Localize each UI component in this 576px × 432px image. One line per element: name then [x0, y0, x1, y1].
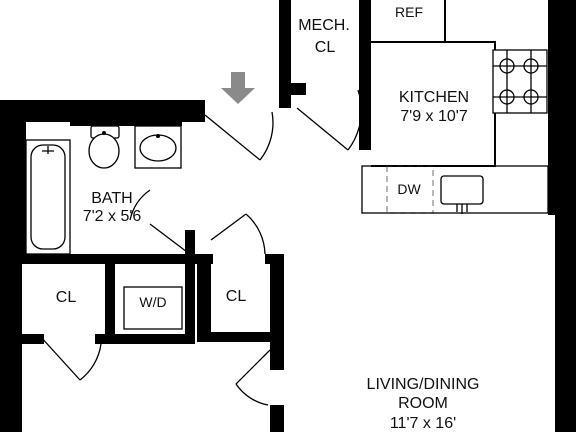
- wall-top-left: [0, 100, 205, 122]
- wall-mech-right: [359, 0, 371, 150]
- wall-closet-divider: [105, 254, 115, 334]
- closet-mid-label: CL: [226, 288, 247, 305]
- wd-label: W/D: [139, 294, 166, 310]
- kitchen-counter: [371, 0, 496, 167]
- wall-stub-b: [265, 254, 284, 264]
- wall-living-bottom: [270, 405, 284, 432]
- mech-label-2: CL: [315, 39, 336, 56]
- wall-closet-bottom-a: [22, 334, 44, 344]
- toilet-icon: [88, 125, 120, 169]
- bathtub-icon: [25, 139, 71, 255]
- bath-name: BATH: [91, 190, 132, 207]
- dw-label: DW: [397, 181, 421, 197]
- wall-cl-mid-bottom: [197, 332, 284, 342]
- wall-right: [548, 0, 576, 215]
- ref-label: REF: [395, 4, 423, 20]
- sink-counter: [361, 165, 549, 214]
- bath-size: 7'2 x 5'6: [83, 208, 142, 225]
- kitchen-size: 7'9 x 10'7: [400, 108, 468, 125]
- wall-bath-right: [185, 230, 195, 336]
- washer-dryer: [123, 286, 183, 330]
- bath-sink-icon: [134, 125, 182, 169]
- doors: [39, 89, 362, 406]
- stove-icon: [492, 49, 548, 114]
- wall-living-stub: [270, 336, 284, 370]
- arrow-down-icon: [221, 72, 255, 104]
- sink-icon: [440, 175, 484, 214]
- wall-bath-top-inner: [70, 122, 182, 126]
- wall-mech-stub: [291, 83, 306, 95]
- wall-bath-inner: [22, 122, 26, 254]
- wall-closet-bottom-b: [95, 334, 195, 344]
- wall-stub-a: [195, 254, 213, 264]
- mech-label-1: MECH.: [298, 17, 350, 34]
- wall-cl-mid-left: [197, 254, 211, 336]
- closet-left-label: CL: [56, 289, 77, 306]
- living-label-2: ROOM: [398, 395, 448, 412]
- kitchen-name: KITCHEN: [399, 89, 469, 106]
- living-size: 11'7 x 16': [390, 415, 456, 432]
- living-label-1: LIVING/DINING: [367, 376, 480, 393]
- wall-cl-mid-right: [270, 254, 284, 336]
- wall-left: [0, 100, 22, 432]
- wall-mech-left: [279, 0, 291, 108]
- wall-right-lower: [555, 215, 576, 432]
